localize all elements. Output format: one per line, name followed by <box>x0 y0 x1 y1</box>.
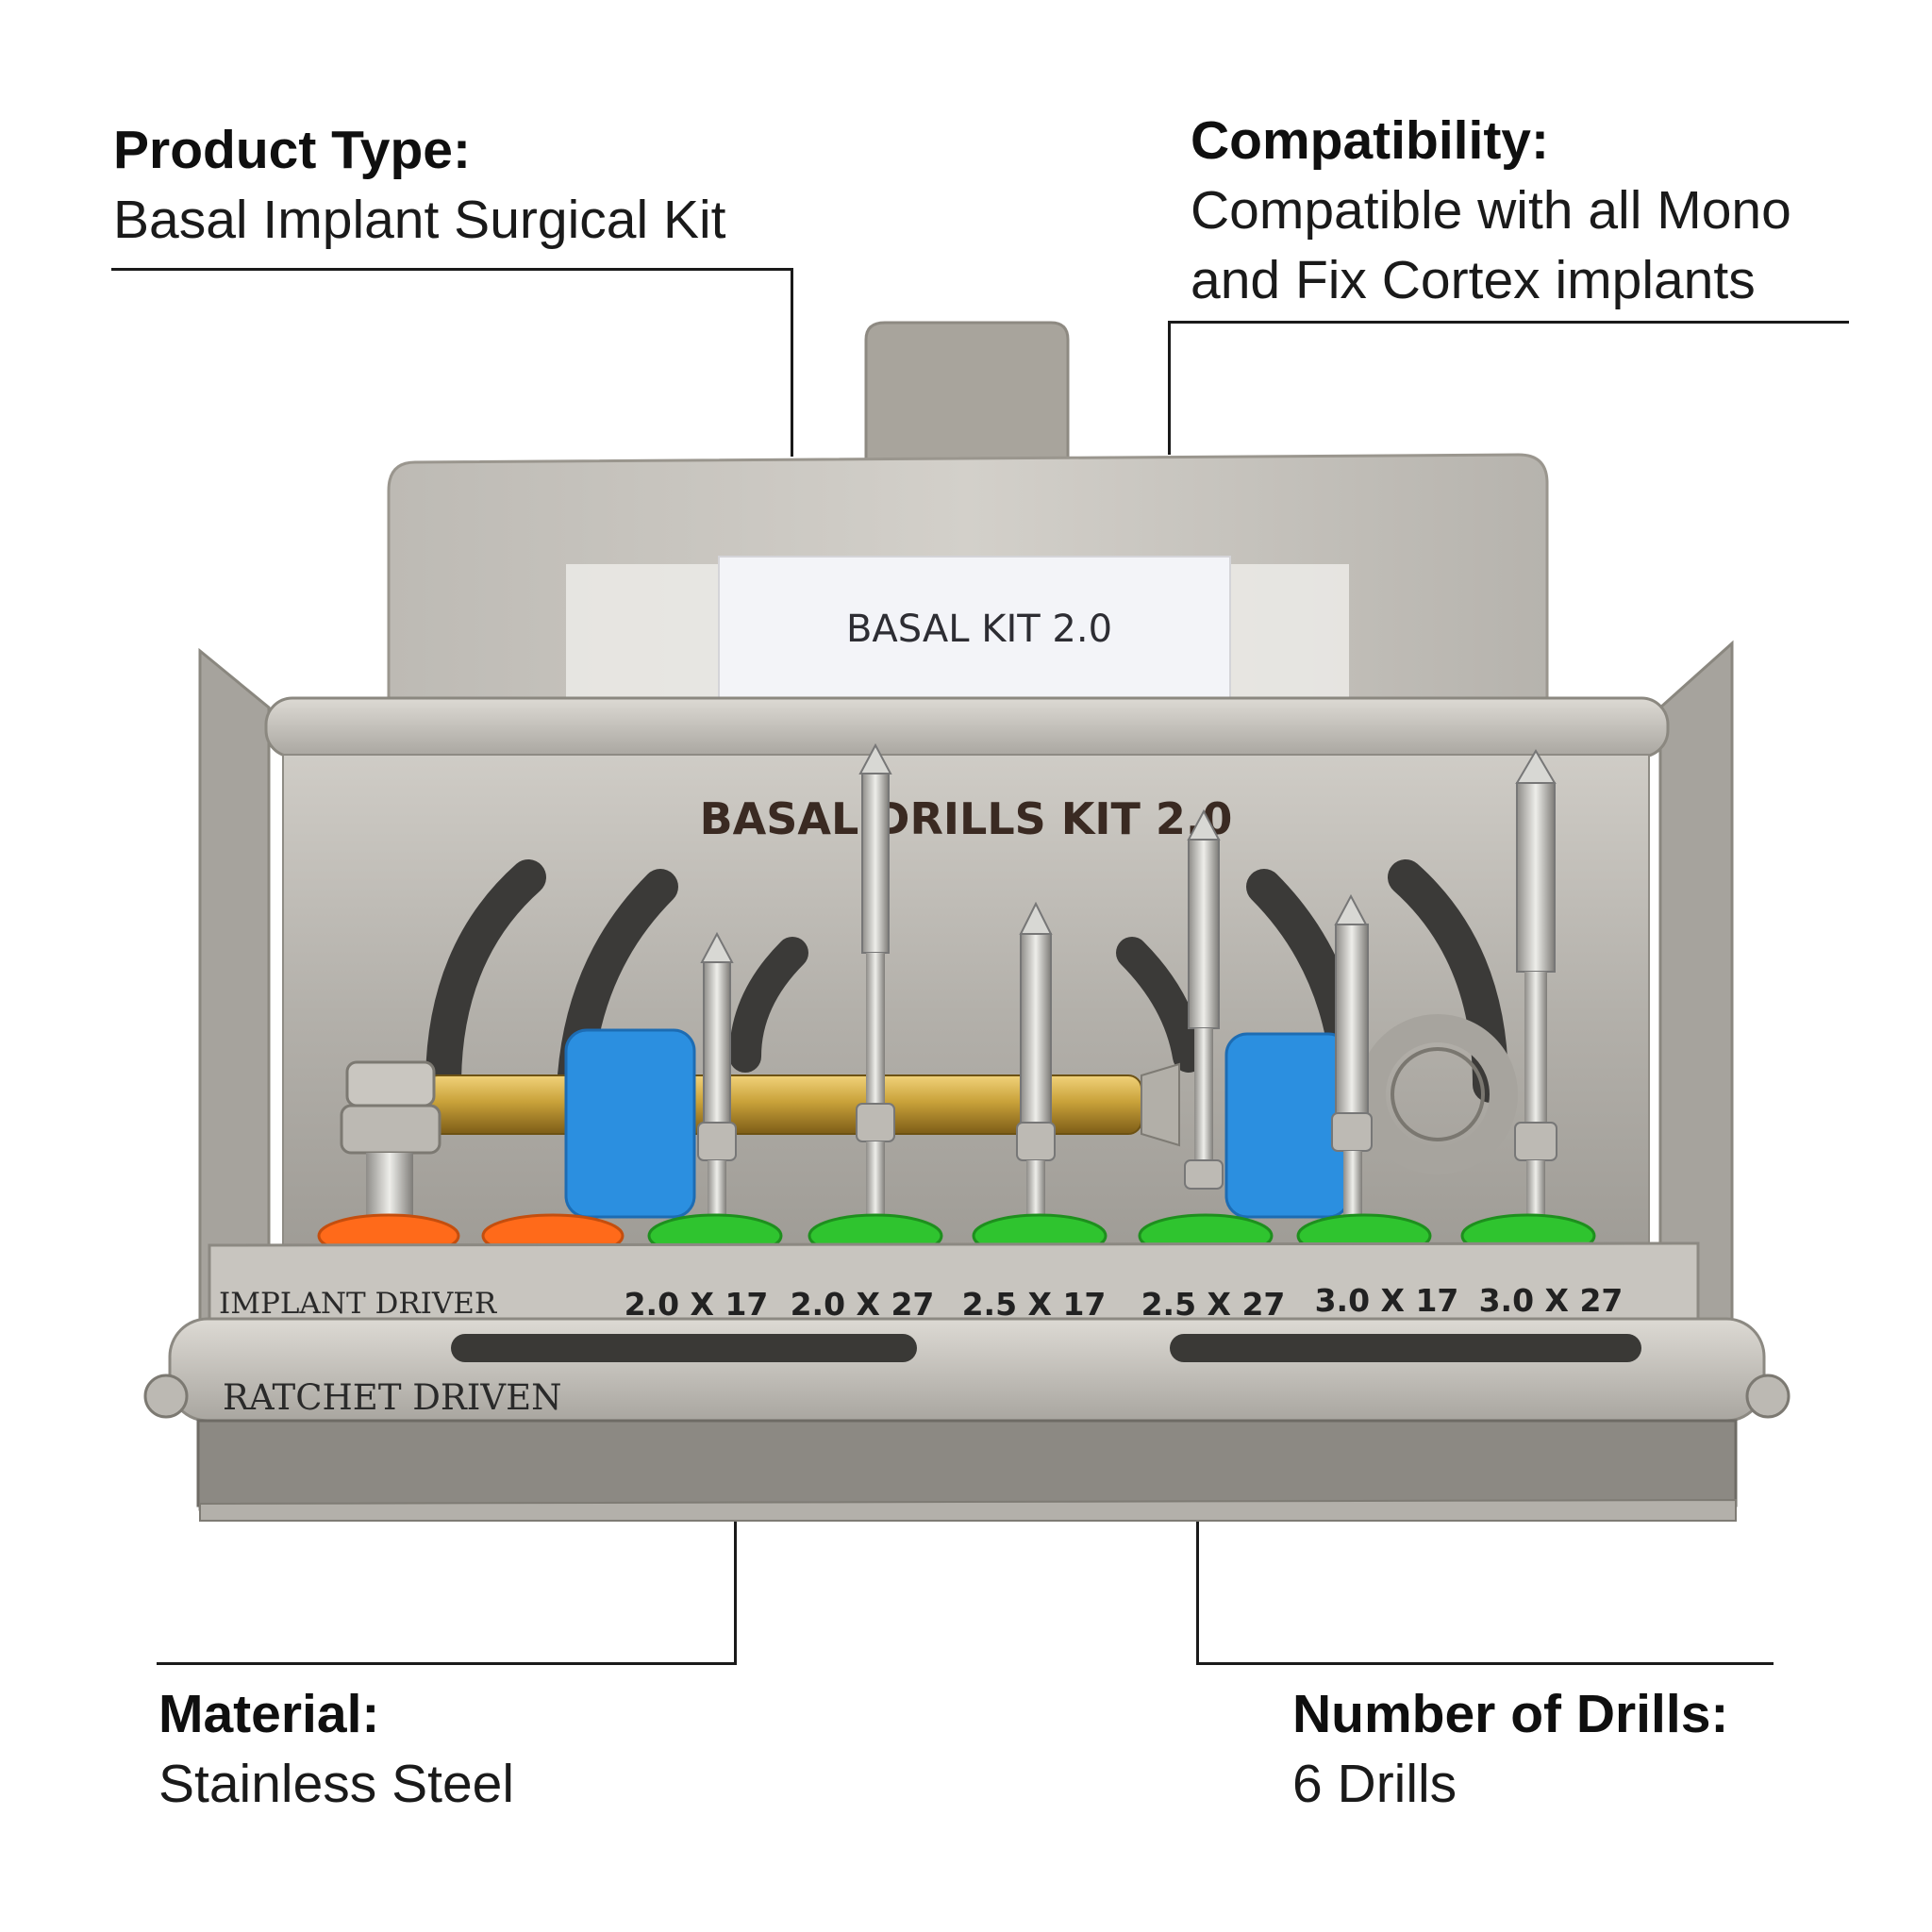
driver-hex-head-top <box>345 1060 436 1108</box>
drill-2-5x27 <box>1184 808 1224 1190</box>
tray-title: BASAL DRILLS KIT 2.0 <box>700 793 1233 844</box>
slot-curve-3 <box>729 937 808 1073</box>
lid-logo-cutout-right <box>1226 564 1349 706</box>
locking-bar-slot-right <box>1170 1334 1641 1362</box>
product-type-leader-v <box>791 268 793 457</box>
lid-clip <box>864 321 1070 464</box>
label-card <box>718 556 1231 701</box>
hinge-bar <box>264 696 1670 758</box>
drills-leader-v <box>1196 1521 1199 1664</box>
driver-shaft-tip <box>1141 1062 1180 1147</box>
driver-post <box>366 1153 413 1217</box>
tray-base-lip <box>199 1498 1737 1522</box>
drills-heading: Number of Drills: <box>1292 1684 1729 1744</box>
drill-3-0x17 <box>1331 893 1373 1217</box>
locking-bar-knob-left <box>143 1374 189 1419</box>
drills-value: 6 Drills <box>1292 1754 1457 1814</box>
tray-back-plate <box>282 754 1650 1274</box>
label-card-text: BASAL KIT 2.0 <box>846 608 1112 651</box>
driver-hex-head-bottom <box>340 1104 441 1155</box>
drill-3-0x27 <box>1514 749 1557 1217</box>
locking-bar-knob-right <box>1745 1374 1790 1419</box>
drill-size-label-4: 2.5 X 27 <box>1141 1286 1286 1323</box>
blue-holder-left <box>564 1028 696 1219</box>
ratchet-ring <box>1357 1014 1518 1174</box>
product-type-value: Basal Implant Surgical Kit <box>113 190 726 250</box>
drill-size-label-1: 2.0 X 17 <box>625 1286 769 1323</box>
drill-size-label-3: 2.5 X 17 <box>962 1286 1107 1323</box>
callout-compatibility: Compatibility: Compatible with all Mono … <box>1191 106 1791 315</box>
blue-holder-right <box>1224 1032 1351 1219</box>
material-value: Stainless Steel <box>158 1754 515 1814</box>
drill-2-0x27 <box>856 742 895 1217</box>
product-type-heading: Product Type: <box>113 120 471 180</box>
material-leader-h <box>157 1662 737 1665</box>
compatibility-heading: Compatibility: <box>1191 110 1549 171</box>
ratchet-ring-inner <box>1391 1047 1485 1141</box>
tray-base <box>196 1419 1738 1507</box>
lid-logo-cutout-left <box>566 564 726 706</box>
callout-product-type: Product Type: Basal Implant Surgical Kit <box>113 115 725 255</box>
slot-curve-4 <box>1116 937 1205 1073</box>
compatibility-leader-h <box>1168 321 1849 324</box>
slot-curve-1 <box>425 859 546 1103</box>
drills-leader-h <box>1196 1662 1774 1665</box>
compatibility-leader-v <box>1168 321 1171 455</box>
drill-2-5x17 <box>1016 901 1056 1217</box>
drill-size-label-2: 2.0 X 27 <box>791 1286 935 1323</box>
compatibility-value-line2: and Fix Cortex implants <box>1191 250 1756 310</box>
material-leader-v <box>734 1521 737 1664</box>
callout-number-of-drills: Number of Drills: 6 Drills <box>1292 1679 1728 1819</box>
drill-size-label-6: 3.0 X 27 <box>1479 1282 1624 1319</box>
drill-2-0x17 <box>697 931 737 1217</box>
drill-size-label-5: 3.0 X 17 <box>1315 1282 1459 1319</box>
product-type-leader-h <box>111 268 792 271</box>
material-heading: Material: <box>158 1684 380 1744</box>
locking-bar-slot-left <box>451 1334 917 1362</box>
compatibility-value-line1: Compatible with all Mono <box>1191 180 1791 241</box>
ratchet-driven-label: RATCHET DRIVEN <box>223 1377 562 1418</box>
implant-driver-label: IMPLANT DRIVER <box>219 1287 498 1321</box>
callout-material: Material: Stainless Steel <box>158 1679 514 1819</box>
